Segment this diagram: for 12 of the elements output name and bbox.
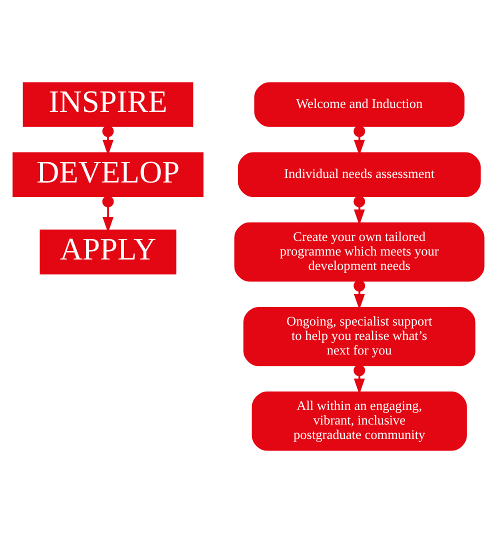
node-box: Individual needs assessment [238, 152, 481, 198]
arrow [354, 280, 366, 310]
node-box: All within an engaging, vibrant, inclusive postgraduate community [252, 392, 467, 451]
node-box: Welcome and Induction [254, 82, 464, 127]
node-box: DEVELOP [12, 152, 204, 198]
arrow [354, 196, 366, 226]
arrow [354, 364, 366, 394]
arrow [102, 196, 114, 233]
node-box: Ongoing, specialist support to help you realise what’s next for you [243, 306, 476, 366]
node-box: Create your own tailored programme which meets your development needs [234, 222, 484, 282]
node-box: INSPIRE [22, 82, 194, 127]
node-box: APPLY [40, 230, 176, 274]
